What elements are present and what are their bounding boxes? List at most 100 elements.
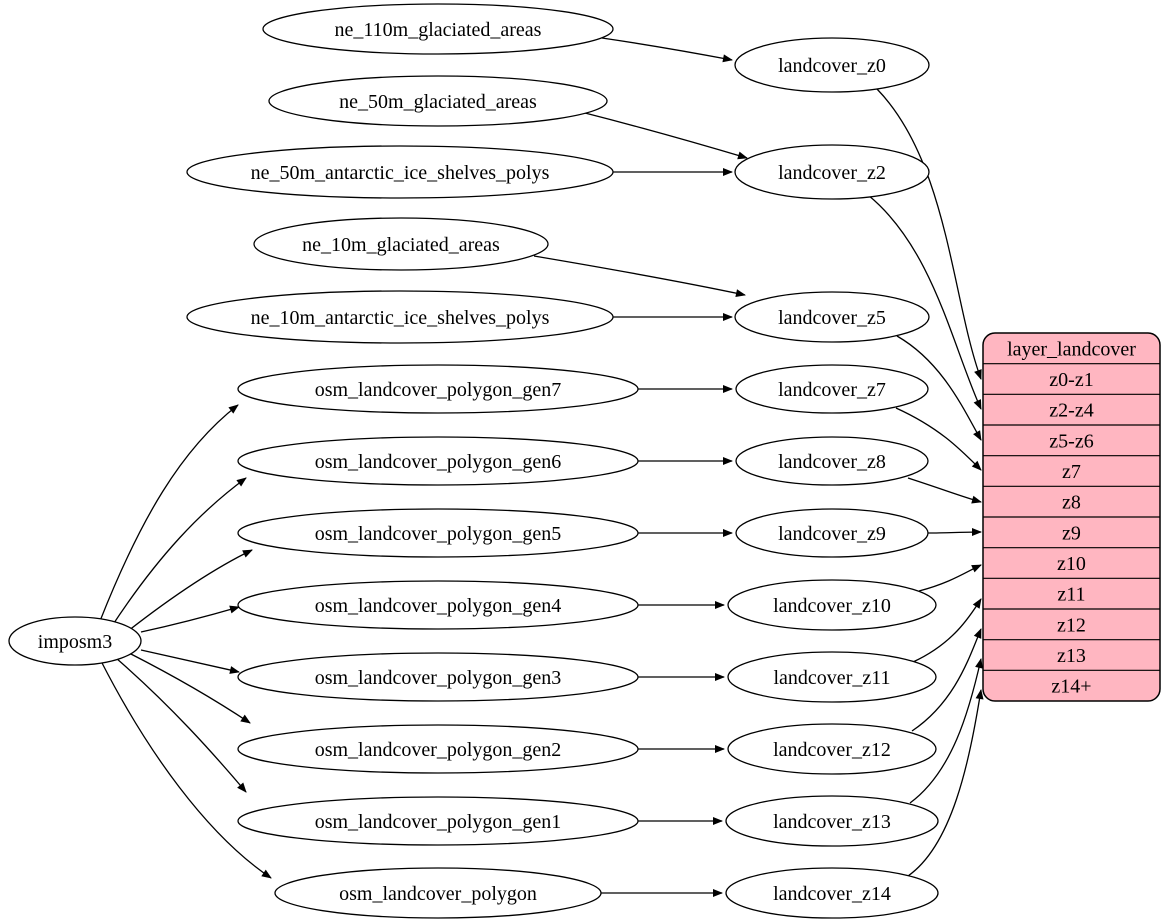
record-row-z7: z7 (1062, 461, 1081, 483)
node-ellipse-osm_landcover_polygon_gen6 (237, 436, 639, 486)
node-osm_landcover_polygon_gen5: osm_landcover_polygon_gen5 (237, 508, 639, 558)
record-node-title: layer_landcover (1007, 338, 1136, 360)
node-landcover_z13: landcover_z13 (725, 795, 939, 847)
edge-ne_10m_glaciated_areas-to-landcover_z5 (533, 255, 746, 298)
node-label-ne_50m_glaciated_areas: ne_50m_glaciated_areas (339, 91, 537, 113)
record-row-z12: z12 (1057, 614, 1086, 636)
node-landcover_z7: landcover_z7 (735, 364, 929, 414)
node-label-osm_landcover_polygon_gen7: osm_landcover_polygon_gen7 (315, 379, 562, 401)
edge-imposm3-to-osm_landcover_polygon_gen2 (128, 652, 251, 724)
node-label-landcover_z12: landcover_z12 (773, 739, 891, 761)
node-ellipse-osm_landcover_polygon_gen1 (237, 796, 639, 846)
node-label-landcover_z10: landcover_z10 (773, 595, 891, 617)
node-landcover_z12: landcover_z12 (727, 723, 937, 775)
node-landcover_z9: landcover_z9 (735, 508, 929, 558)
node-label-landcover_z13: landcover_z13 (773, 811, 891, 833)
node-ellipse-landcover_z13 (725, 795, 939, 847)
node-ellipse-osm_landcover_polygon_gen5 (237, 508, 639, 558)
node-label-ne_50m_antarctic_ice_shelves_polys: ne_50m_antarctic_ice_shelves_polys (251, 162, 550, 184)
node-landcover_z2: landcover_z2 (734, 144, 930, 200)
node-imposm3: imposm3 (8, 616, 142, 666)
node-ne_50m_antarctic_ice_shelves_polys: ne_50m_antarctic_ice_shelves_polys (186, 145, 614, 199)
node-ellipse-landcover_z7 (735, 364, 929, 414)
record-row-z2-z4: z2-z4 (1049, 400, 1093, 422)
node-label-landcover_z2: landcover_z2 (778, 162, 886, 184)
node-label-osm_landcover_polygon_gen3: osm_landcover_polygon_gen3 (315, 667, 562, 689)
node-ellipse-landcover_z9 (735, 508, 929, 558)
node-label-osm_landcover_polygon_gen2: osm_landcover_polygon_gen2 (315, 739, 562, 761)
node-ellipse-landcover_z5 (734, 291, 930, 343)
node-label-landcover_z9: landcover_z9 (778, 523, 886, 545)
edge-landcover_z10-to-layer_landcover:z10 (918, 564, 982, 592)
edge-ne_110m_glaciated_areas-to-landcover_z0 (601, 37, 733, 63)
node-ne_110m_glaciated_areas: ne_110m_glaciated_areas (262, 3, 614, 55)
node-osm_landcover_polygon: osm_landcover_polygon (274, 867, 602, 919)
edge-imposm3-to-osm_landcover_polygon_gen4 (140, 605, 240, 633)
node-label-imposm3: imposm3 (38, 631, 112, 653)
node-ellipse-landcover_z8 (735, 436, 929, 486)
edge-imposm3-to-osm_landcover_polygon_gen1 (115, 657, 247, 793)
node-ellipse-landcover_z10 (727, 579, 937, 631)
edge-landcover_z9-to-layer_landcover:z9 (927, 528, 982, 537)
node-landcover_z10: landcover_z10 (727, 579, 937, 631)
node-osm_landcover_polygon_gen4: osm_landcover_polygon_gen4 (237, 580, 639, 630)
edge-landcover_z8-to-layer_landcover:z8 (907, 477, 982, 504)
node-ellipse-osm_landcover_polygon_gen7 (237, 364, 639, 414)
edge-imposm3-to-osm_landcover_polygon_gen7 (99, 404, 239, 622)
node-ellipse-landcover_z14 (725, 867, 939, 919)
node-ne_10m_glaciated_areas: ne_10m_glaciated_areas (253, 217, 549, 271)
node-ne_50m_glaciated_areas: ne_50m_glaciated_areas (268, 75, 608, 127)
edges-layer (99, 37, 984, 897)
node-label-ne_10m_glaciated_areas: ne_10m_glaciated_areas (302, 234, 500, 256)
edge-imposm3-to-osm_landcover_polygon_gen5 (127, 549, 253, 632)
node-ellipse-osm_landcover_polygon_gen3 (237, 652, 639, 702)
node-label-landcover_z0: landcover_z0 (778, 55, 886, 77)
node-osm_landcover_polygon_gen2: osm_landcover_polygon_gen2 (237, 724, 639, 774)
edge-landcover_z0-to-layer_landcover:z0-z1 (876, 88, 982, 380)
node-landcover_z5: landcover_z5 (734, 291, 930, 343)
node-ellipse-landcover_z2 (734, 144, 930, 200)
node-ellipse-landcover_z11 (727, 651, 937, 703)
edge-landcover_z2-to-layer_landcover:z2-z4 (867, 194, 982, 410)
node-label-ne_110m_glaciated_areas: ne_110m_glaciated_areas (335, 19, 542, 41)
node-label-landcover_z5: landcover_z5 (778, 307, 886, 329)
node-osm_landcover_polygon_gen6: osm_landcover_polygon_gen6 (237, 436, 639, 486)
edge-imposm3-to-osm_landcover_polygon (100, 660, 272, 879)
node-landcover_z14: landcover_z14 (725, 867, 939, 919)
edge-landcover_z14-to-layer_landcover:z14 (907, 689, 984, 877)
node-ellipse-landcover_z0 (734, 37, 930, 93)
node-osm_landcover_polygon_gen1: osm_landcover_polygon_gen1 (237, 796, 639, 846)
node-ellipse-landcover_z12 (727, 723, 937, 775)
node-label-osm_landcover_polygon_gen5: osm_landcover_polygon_gen5 (315, 523, 562, 545)
record-row-z9: z9 (1062, 522, 1081, 544)
edge-landcover_z7-to-layer_landcover:z7 (895, 407, 982, 471)
node-landcover_z11: landcover_z11 (727, 651, 937, 703)
node-ellipse-ne_50m_glaciated_areas (268, 75, 608, 127)
record-row-z11: z11 (1057, 584, 1085, 606)
edge-landcover_z11-to-layer_landcover:z11 (912, 598, 982, 663)
record-row-z13: z13 (1057, 645, 1086, 667)
node-landcover_z8: landcover_z8 (735, 436, 929, 486)
node-ne_10m_antarctic_ice_shelves_polys: ne_10m_antarctic_ice_shelves_polys (186, 290, 614, 344)
node-label-landcover_z11: landcover_z11 (774, 667, 891, 689)
node-label-landcover_z8: landcover_z8 (778, 451, 886, 473)
node-label-osm_landcover_polygon_gen1: osm_landcover_polygon_gen1 (315, 811, 562, 833)
record-row-z0-z1: z0-z1 (1049, 369, 1093, 391)
edge-imposm3-to-osm_landcover_polygon_gen6 (111, 477, 247, 627)
node-osm_landcover_polygon_gen3: osm_landcover_polygon_gen3 (237, 652, 639, 702)
node-ellipse-ne_10m_antarctic_ice_shelves_polys (186, 290, 614, 344)
record-row-z14-: z14+ (1051, 676, 1091, 698)
node-ellipse-ne_10m_glaciated_areas (253, 217, 549, 271)
node-label-osm_landcover_polygon_gen6: osm_landcover_polygon_gen6 (315, 451, 562, 473)
record-row-z8: z8 (1062, 492, 1081, 514)
record-row-z5-z6: z5-z6 (1049, 430, 1093, 452)
edge-imposm3-to-osm_landcover_polygon_gen3 (140, 649, 240, 674)
node-label-landcover_z14: landcover_z14 (773, 883, 891, 905)
edge-landcover_z13-to-layer_landcover:z13 (909, 658, 983, 804)
node-ellipse-ne_110m_glaciated_areas (262, 3, 614, 55)
node-ellipse-osm_landcover_polygon_gen4 (237, 580, 639, 630)
edge-landcover_z5-to-layer_landcover:z5-z6 (896, 335, 982, 441)
node-label-osm_landcover_polygon_gen4: osm_landcover_polygon_gen4 (315, 595, 562, 617)
